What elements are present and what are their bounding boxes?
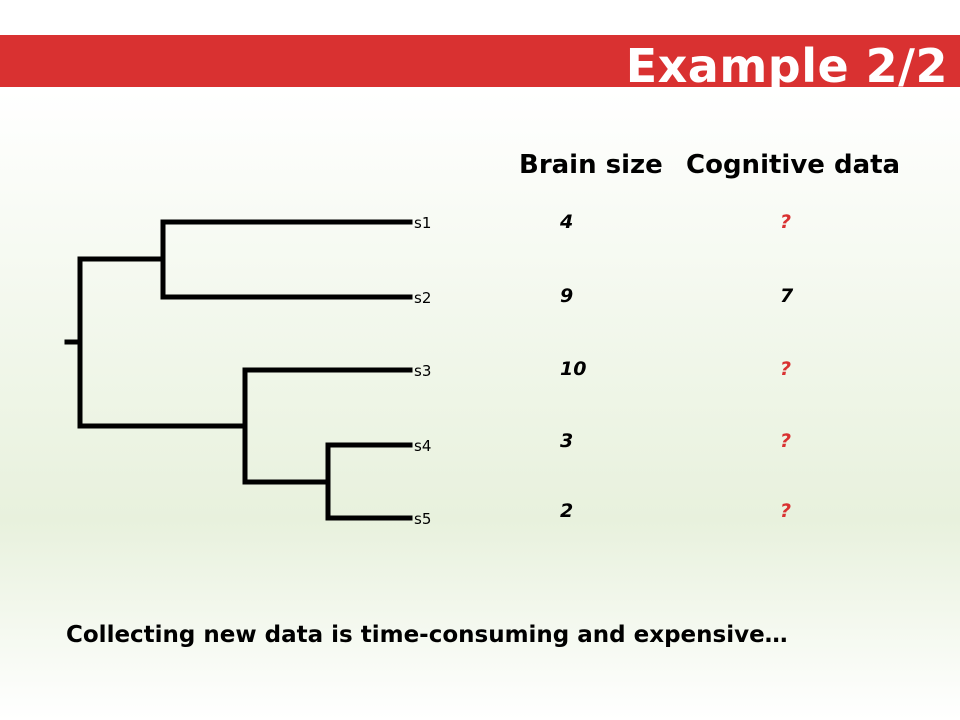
cognitive-s1: ? bbox=[780, 211, 792, 233]
cognitive-s5: ? bbox=[780, 500, 792, 522]
tip-label-s2: s2 bbox=[414, 289, 431, 307]
slide-title: Example 2/2 bbox=[625, 39, 948, 93]
tip-label-s1: s1 bbox=[414, 214, 431, 232]
brain-size-s2: 9 bbox=[560, 285, 574, 307]
tip-label-s3: s3 bbox=[414, 362, 431, 380]
tip-label-s4: s4 bbox=[414, 437, 431, 455]
header-brain-size: Brain size bbox=[519, 150, 663, 180]
cognitive-s2: 7 bbox=[780, 285, 794, 307]
title-bar bbox=[0, 35, 960, 87]
cognitive-s4: ? bbox=[780, 430, 792, 452]
brain-size-s4: 3 bbox=[560, 430, 574, 452]
tip-label-s5: s5 bbox=[414, 510, 431, 528]
brain-size-s1: 4 bbox=[560, 211, 574, 233]
brain-size-s5: 2 bbox=[560, 500, 574, 522]
cognitive-s3: ? bbox=[780, 358, 792, 380]
header-cognitive-data: Cognitive data bbox=[686, 150, 901, 180]
footer-caption: Collecting new data is time-consuming an… bbox=[66, 622, 788, 648]
brain-size-s3: 10 bbox=[560, 358, 587, 380]
